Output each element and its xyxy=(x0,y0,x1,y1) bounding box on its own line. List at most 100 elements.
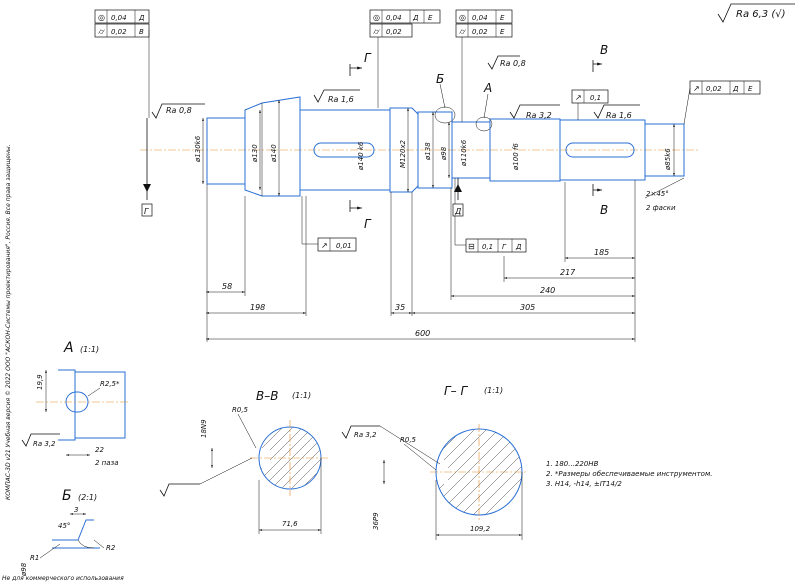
diameter-d9: ø100 f6 xyxy=(512,143,520,171)
svg-text:⌭: ⌭ xyxy=(373,27,380,36)
diameter-d4: ø140 k6 xyxy=(357,141,365,171)
datum-g: Г xyxy=(141,118,153,217)
svg-text:Д: Д xyxy=(732,85,739,93)
svg-text:(1:1): (1:1) xyxy=(80,345,99,354)
svg-text:0,04: 0,04 xyxy=(386,14,402,22)
dim-240: 240 xyxy=(540,286,555,295)
svg-text:Е: Е xyxy=(500,28,505,36)
tolerance-frame-7: ↗ 0,1 xyxy=(571,89,609,120)
section-cut-g: Г Г xyxy=(349,51,372,231)
dim-198: 198 xyxy=(250,303,265,312)
section-gg-title: Г– Г xyxy=(444,384,469,398)
diameter-d1: ø130k6 xyxy=(194,135,202,163)
svg-text:В: В xyxy=(600,43,608,57)
note-3: 3. H14, -h14, ±IT14/2 xyxy=(546,480,622,488)
svg-text:(1:1): (1:1) xyxy=(484,386,503,395)
bottom-text: Не для коммерческого использования xyxy=(2,575,124,582)
diameter-d6: ø138 xyxy=(424,142,432,161)
svg-text:R2: R2 xyxy=(106,544,116,552)
view-b: Б (2:1) 45° 3 R1 R2 ø98 xyxy=(20,488,116,577)
svg-text:0,1: 0,1 xyxy=(590,94,601,102)
svg-text:Д: Д xyxy=(515,243,522,251)
tolerance-frame-10: ⊟ 0,1 Г Д xyxy=(454,178,527,253)
section-gg: Г– Г (1:1) Ra 3,2 R0,5 36P9 109,2 xyxy=(341,384,528,540)
shaft-outline xyxy=(206,96,685,197)
svg-text:3: 3 xyxy=(74,506,78,514)
svg-text:0,04: 0,04 xyxy=(472,14,488,22)
svg-text:В: В xyxy=(139,28,144,36)
svg-text:0,04: 0,04 xyxy=(111,14,127,22)
detail-marker-a: А xyxy=(475,81,493,132)
svg-text:Е: Е xyxy=(748,85,753,93)
svg-text:Д: Д xyxy=(454,207,461,216)
svg-text:В: В xyxy=(600,203,608,217)
svg-text:36P9: 36P9 xyxy=(372,512,380,530)
dim-305: 305 xyxy=(520,303,535,312)
svg-text:Б: Б xyxy=(436,72,444,86)
svg-text:45°: 45° xyxy=(58,522,70,530)
tolerance-frame-4: ⌭ 0,02 xyxy=(369,23,413,108)
svg-text:↗: ↗ xyxy=(321,241,328,250)
svg-text:(1:1): (1:1) xyxy=(292,391,311,400)
general-roughness: Ra 6,3 (√) xyxy=(717,3,795,23)
dim-58: 58 xyxy=(222,282,232,291)
svg-text:Е: Е xyxy=(428,14,433,22)
tolerance-frame-8: ↗ 0,02 Д Е xyxy=(683,80,761,125)
section-vv: В–В (1:1) R0,5 18N9 71,6 xyxy=(159,389,330,534)
svg-text:2×45°: 2×45° xyxy=(646,190,669,198)
svg-text:2 фаски: 2 фаски xyxy=(646,204,676,212)
svg-text:Ra 0,8: Ra 0,8 xyxy=(166,106,192,115)
tolerance-frame-5: ◎ 0,04 Е xyxy=(455,9,513,24)
svg-text:0,01: 0,01 xyxy=(336,242,352,250)
svg-text:(2:1): (2:1) xyxy=(78,493,97,502)
general-roughness-text: Ra 6,3 (√) xyxy=(736,9,786,20)
technical-notes: 1. 180...220HB 2. *Размеры обеспечиваемы… xyxy=(546,460,712,488)
svg-text:Г: Г xyxy=(144,207,149,216)
section-vv-title: В–В xyxy=(256,389,278,403)
svg-text:Ra 3,2: Ra 3,2 xyxy=(526,111,552,120)
svg-text:Ra 1,6: Ra 1,6 xyxy=(328,95,354,104)
dim-185: 185 xyxy=(594,248,609,257)
note-2: 2. *Размеры обеспечиваемые инструментом. xyxy=(546,470,712,478)
dim-217: 217 xyxy=(560,268,576,277)
tolerance-frame-6: ⌭ 0,02 Е xyxy=(455,23,513,122)
diameter-d8: ø110k6 xyxy=(460,139,468,167)
svg-text:Е: Е xyxy=(500,14,505,22)
svg-text:↗: ↗ xyxy=(693,84,700,93)
svg-text:0,02: 0,02 xyxy=(386,28,402,36)
svg-text:22: 22 xyxy=(95,446,104,454)
diameter-d7: ø98 xyxy=(440,146,448,161)
view-a-title: А xyxy=(63,340,74,356)
svg-text:Г: Г xyxy=(364,51,372,65)
svg-text:19,9: 19,9 xyxy=(36,374,44,390)
svg-text:Ra 3,2: Ra 3,2 xyxy=(33,440,56,448)
svg-text:Ra 3,2: Ra 3,2 xyxy=(354,431,377,439)
detail-marker-b: Б xyxy=(434,72,456,124)
svg-text:⊟: ⊟ xyxy=(468,242,475,251)
svg-text:◎: ◎ xyxy=(98,13,105,22)
diameter-d5: М120x2 xyxy=(399,139,407,168)
diameter-d10: ø85k6 xyxy=(664,148,672,171)
svg-text:R2,5*: R2,5* xyxy=(100,380,120,388)
tolerance-frame-1: ◎ 0,04 Д xyxy=(94,9,150,24)
svg-text:18N9: 18N9 xyxy=(200,419,208,438)
svg-text:⌭: ⌭ xyxy=(98,27,105,36)
svg-text:0,02: 0,02 xyxy=(111,28,127,36)
svg-text:◎: ◎ xyxy=(373,13,380,22)
diameter-d3: ø140 xyxy=(270,144,278,163)
tolerance-frame-9: ↗ 0,01 xyxy=(301,196,357,252)
svg-text:71,6: 71,6 xyxy=(282,520,298,528)
svg-text:Д: Д xyxy=(138,14,145,22)
view-a: А (1:1) R2,5* Ra 3,2 19,9 22 2 паза xyxy=(21,340,130,467)
side-text: КОМПАС-3D v21 Учебная версия © 2022 ООО … xyxy=(5,144,12,500)
svg-text:А: А xyxy=(483,81,492,95)
note-1: 1. 180...220HB xyxy=(546,460,599,468)
chamfer-callout: 2×45° 2 фаски xyxy=(644,177,685,212)
svg-text:◎: ◎ xyxy=(459,13,466,22)
tolerance-frame-3: ◎ 0,04 Д Е xyxy=(369,9,441,24)
diameter-labels: ø130k6 ø130 ø140 ø140 k6 М120x2 ø138 ø98… xyxy=(194,100,675,196)
dim-600: 600 xyxy=(415,329,430,338)
svg-text:0,02: 0,02 xyxy=(472,28,488,36)
svg-text:Ra 1,6: Ra 1,6 xyxy=(606,111,632,120)
